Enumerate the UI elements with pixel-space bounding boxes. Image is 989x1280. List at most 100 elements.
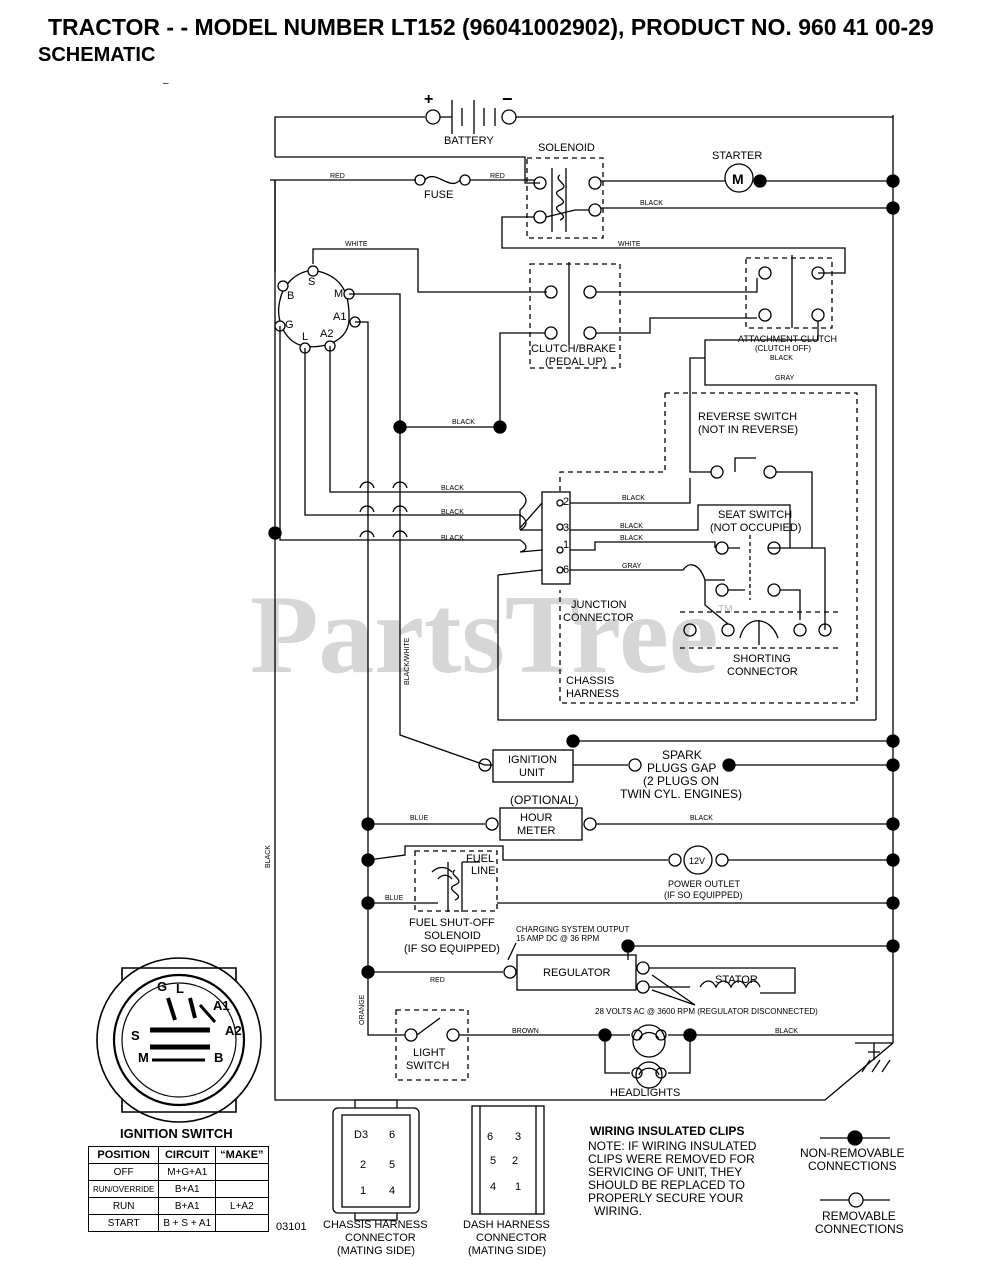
shorting-label-1: SHORTING <box>733 653 791 665</box>
junction-connector: 2 3 1 6 JUNCTION CONNECTOR <box>541 491 634 624</box>
light-label-1: LIGHT <box>413 1047 446 1059</box>
wire-black-b3: BLACK <box>441 535 464 542</box>
ign-b: B <box>214 1050 223 1065</box>
battery-label: BATTERY <box>444 135 494 147</box>
headlights-label: HEADLIGHTS <box>610 1087 680 1099</box>
power-outlet: 12V POWER OUTLET (IF SO EQUIPPED) <box>361 845 900 900</box>
wire-black-left: BLACK <box>265 845 272 868</box>
reverse-label-1: REVERSE SWITCH <box>698 411 797 423</box>
junction-pin-3: 3 <box>563 522 569 534</box>
shorting-label-2: CONNECTOR <box>727 666 798 678</box>
hour-label-1: HOUR <box>520 812 552 824</box>
ignition-unit: IGNITION UNIT SPARK PLUGS GAP (2 PLUGS O… <box>478 734 900 801</box>
clips-title: WIRING INSULATED CLIPS <box>590 1124 744 1138</box>
ign-l: L <box>176 981 184 996</box>
chassis-conn-label-3: (MATING SIDE) <box>337 1245 415 1257</box>
spark-label-3: (2 PLUGS ON <box>643 774 719 788</box>
seat-label-1: SEAT SWITCH <box>718 509 792 521</box>
wire-j3 <box>570 504 791 548</box>
fuel-sol-label-2: SOLENOID <box>424 930 481 942</box>
chassis-pin-d3: D3 <box>354 1129 368 1141</box>
wire-j6 <box>570 564 725 581</box>
wire-black-j1: BLACK <box>620 535 643 542</box>
chassis-conn-label-2: CONNECTOR <box>345 1232 416 1244</box>
left-black-wire <box>274 180 894 1101</box>
stator-label: STATOR <box>715 974 758 986</box>
junction-label-2: CONNECTOR <box>563 612 634 624</box>
term-m: M <box>334 288 343 300</box>
junction-pin-6: 6 <box>563 564 569 576</box>
dash-conn-label-1: DASH HARNESS <box>463 1219 550 1231</box>
chassis-pin-4: 4 <box>389 1185 395 1197</box>
shorting-connector: SHORTING CONNECTOR <box>680 580 840 678</box>
wire-black-b1: BLACK <box>441 485 464 492</box>
white-wire-solenoid <box>501 216 846 274</box>
wire-j2 <box>570 478 691 504</box>
row-position: RUN/OVERRIDE <box>87 1180 160 1198</box>
charging-label-2: 15 AMP DC @ 36 RPM <box>516 934 599 943</box>
junction-label-1: JUNCTION <box>571 599 627 611</box>
wiring-clips-note: WIRING INSULATED CLIPS NOTE: IF WIRING I… <box>588 1124 757 1218</box>
clips-note-2: CLIPS WERE REMOVED FOR <box>588 1152 755 1166</box>
regulator-label: REGULATOR <box>543 967 610 979</box>
wire-white-1: WHITE <box>345 241 368 248</box>
dash-pin-2: 2 <box>512 1155 518 1167</box>
row-position: START <box>87 1214 160 1232</box>
wire-black-hour: BLACK <box>690 815 713 822</box>
headlights: HEADLIGHTS BLACK <box>598 1024 893 1099</box>
battery: + − BATTERY <box>274 89 893 184</box>
chassis-pin-5: 5 <box>389 1159 395 1171</box>
row-circuit: M+G+A1 <box>158 1163 217 1181</box>
col-position: POSITION <box>87 1146 160 1164</box>
clutch-brake-switch: CLUTCH/BRAKE (PEDAL UP) <box>499 262 758 427</box>
watermark: PartsTree <box>250 573 719 697</box>
ground-hatch <box>861 1059 891 1073</box>
fuse-circuit: RED RED FUSE <box>270 173 534 272</box>
header-mark: – <box>163 78 169 89</box>
starter-label: STARTER <box>712 150 762 162</box>
col-make: “MAKE” <box>215 1146 269 1164</box>
clips-note-5: PROPERLY SECURE YOUR <box>588 1191 744 1205</box>
fuel-line-label-2: LINE <box>471 865 495 877</box>
ign-a2: A2 <box>225 1023 242 1038</box>
ign-a1: A1 <box>213 998 230 1013</box>
battery-plus: + <box>424 91 433 108</box>
wire-red-1: RED <box>330 173 345 180</box>
wire-black-ac: BLACK <box>770 355 793 362</box>
clutch-label-1: CLUTCH/BRAKE <box>531 343 616 355</box>
spark-label-2: PLUGS GAP <box>647 761 716 775</box>
row-make <box>215 1180 269 1198</box>
wire-blue-1: BLUE <box>410 815 429 822</box>
watermark-tm: TM <box>718 604 732 615</box>
chassis-harness-region <box>559 392 858 704</box>
wire-black-b2: BLACK <box>441 509 464 516</box>
chassis-pin-2: 2 <box>360 1159 366 1171</box>
attach-label-2: (CLUTCH OFF) <box>755 344 811 353</box>
solenoid-label: SOLENOID <box>538 142 595 154</box>
chassis-pin-6: 6 <box>389 1129 395 1141</box>
row-make: L+A2 <box>215 1197 269 1215</box>
dash-harness-connector: 6 3 5 2 4 1 DASH HARNESS CONNECTOR (MATI… <box>463 1105 550 1257</box>
light-label-2: SWITCH <box>406 1060 449 1072</box>
wire-gray-top: GRAY <box>775 375 795 382</box>
wire-orange: ORANGE <box>359 994 366 1025</box>
ground-symbol <box>855 1042 893 1060</box>
starter-m: M <box>732 171 744 187</box>
fuel-sol-label-3: (IF SO EQUIPPED) <box>404 943 500 955</box>
attachment-clutch: ATTACHMENT CLUTCH (CLUTCH OFF) BLACK GRA… <box>704 255 877 720</box>
reverse-label-2: (NOT IN REVERSE) <box>698 424 798 436</box>
wire-red-reg: RED <box>430 977 445 984</box>
clips-note-4: SHOULD BE REPLACED TO <box>588 1178 745 1192</box>
wire-black-head: BLACK <box>775 1028 798 1035</box>
row-make <box>215 1163 269 1181</box>
wire-black-j3: BLACK <box>620 523 643 530</box>
charging-label-1: CHARGING SYSTEM OUTPUT <box>516 925 629 934</box>
junction-pin-1: 1 <box>563 539 569 551</box>
col-circuit: CIRCUIT <box>158 1146 217 1164</box>
battery-minus: − <box>502 89 513 109</box>
spark-label-1: SPARK <box>662 748 702 762</box>
ignition-switch-detail: G L A1 S A2 M B IGNITION SWITCH <box>96 957 262 1141</box>
junction-pin-2: 2 <box>563 496 569 508</box>
wire-black-white: BLACK/WHITE <box>404 637 411 685</box>
